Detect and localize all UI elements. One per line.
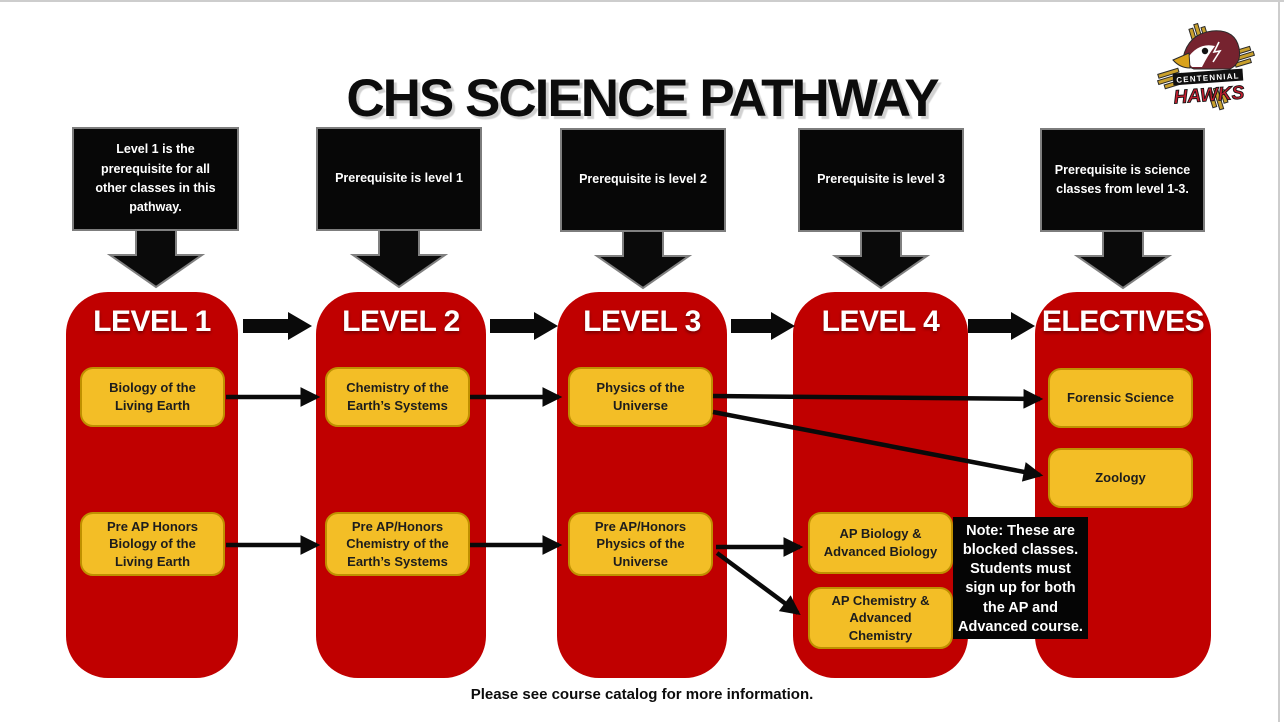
- down-arrow-icon: [349, 229, 449, 289]
- course-forensic-science: Forensic Science: [1048, 368, 1193, 428]
- logo-banner: CENTENNIAL: [1172, 68, 1244, 86]
- callout-electives-text: Prerequisite is science classes from lev…: [1040, 128, 1205, 232]
- course-preap-honors-physics: Pre AP/Honors Physics of the Universe: [568, 512, 713, 576]
- column-level3: LEVEL 3: [557, 292, 727, 678]
- course-zoology: Zoology: [1048, 448, 1193, 508]
- column-level2: LEVEL 2: [316, 292, 486, 678]
- level1-to-level2-arrow: [243, 312, 312, 340]
- school-logo: CENTENNIAL HAWKS: [1156, 22, 1256, 111]
- course-preap-honors-biology: Pre AP Honors Biology of the Living Eart…: [80, 512, 225, 576]
- logo-mascot-name: HAWKS: [1173, 83, 1245, 109]
- column-level4-title: LEVEL 4: [821, 305, 940, 338]
- page-right-edge: [1278, 0, 1280, 722]
- level4-to-electives-arrow: [968, 312, 1035, 340]
- callout-level4-text: Prerequisite is level 3: [798, 128, 964, 232]
- down-arrow-icon: [1073, 230, 1172, 290]
- level3-to-level4-arrow: [731, 312, 795, 340]
- callout-level4: Prerequisite is level 3: [798, 128, 964, 290]
- course-chemistry-earths-systems: Chemistry of the Earth’s Systems: [325, 367, 470, 427]
- column-level2-title: LEVEL 2: [342, 305, 460, 338]
- callout-level2-text: Prerequisite is level 1: [316, 127, 482, 231]
- down-arrow-icon: [593, 230, 693, 290]
- hawk-head-icon: [1172, 30, 1241, 70]
- column-electives-title: ELECTIVES: [1041, 305, 1205, 338]
- course-ap-chemistry: AP Chemistry & Advanced Chemistry: [808, 587, 953, 649]
- blocked-classes-note: Note: These are blocked classes. Student…: [953, 517, 1088, 639]
- course-ap-biology: AP Biology & Advanced Biology: [808, 512, 953, 574]
- page-title: CHS SCIENCE PATHWAY: [346, 68, 939, 128]
- column-level1: LEVEL 1: [66, 292, 238, 678]
- callout-level2: Prerequisite is level 1: [316, 127, 482, 289]
- course-preap-honors-chemistry: Pre AP/Honors Chemistry of the Earth’s S…: [325, 512, 470, 576]
- callout-level3-text: Prerequisite is level 2: [560, 128, 726, 232]
- course-biology-living-earth: Biology of the Living Earth: [80, 367, 225, 427]
- logo-school-name: CENTENNIAL: [1176, 71, 1240, 84]
- column-level1-title: LEVEL 1: [93, 305, 211, 338]
- column-level3-title: LEVEL 3: [583, 305, 701, 338]
- page-top-edge: [0, 0, 1284, 2]
- level2-to-level3-arrow: [490, 312, 558, 340]
- arrow-preap-physics-to-ap-chemistry: [715, 551, 801, 615]
- callout-level3: Prerequisite is level 2: [560, 128, 726, 290]
- callout-electives: Prerequisite is science classes from lev…: [1040, 128, 1205, 290]
- footer-note: Please see course catalog for more infor…: [470, 686, 814, 703]
- down-arrow-icon: [831, 230, 931, 290]
- down-arrow-icon: [106, 229, 205, 289]
- callout-level1-text: Level 1 is the prerequisite for all othe…: [72, 127, 239, 231]
- callout-level1: Level 1 is the prerequisite for all othe…: [72, 127, 239, 289]
- course-physics-universe: Physics of the Universe: [568, 367, 713, 427]
